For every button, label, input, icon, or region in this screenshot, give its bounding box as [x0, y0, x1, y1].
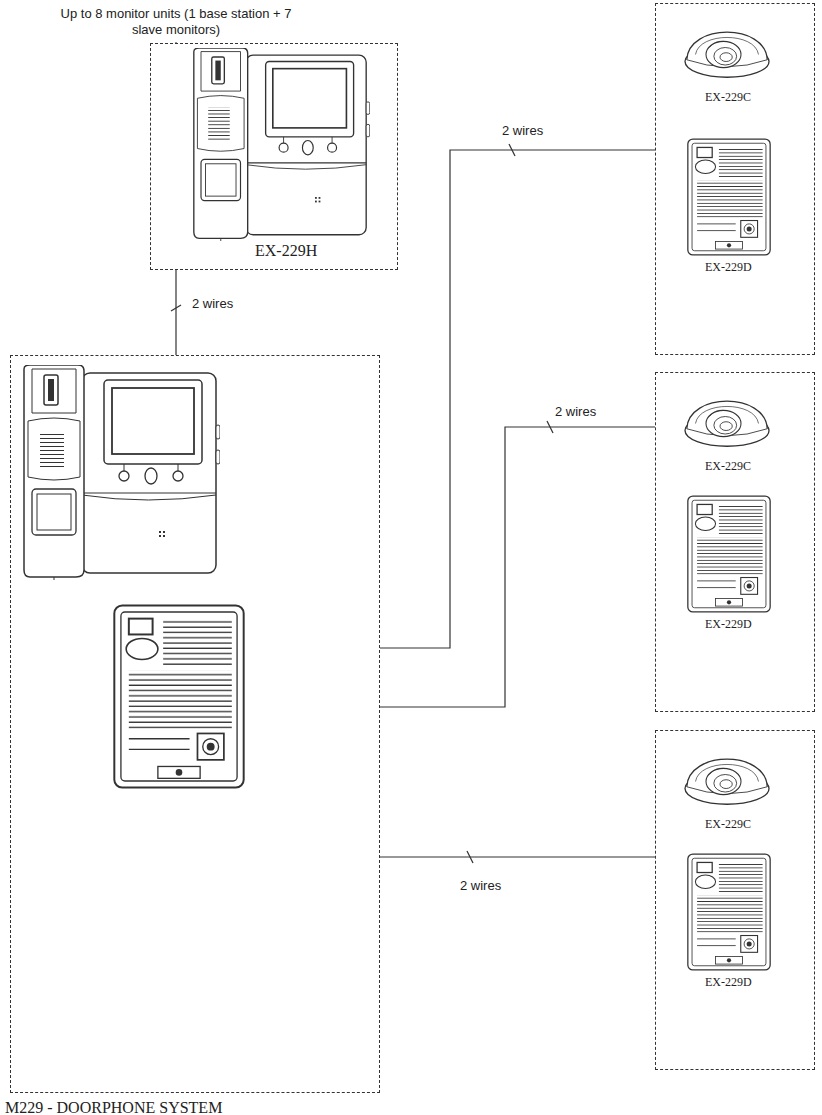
wire-connector: [380, 427, 655, 707]
wire-count-tick: [171, 305, 181, 311]
model-label: EX-229D: [705, 975, 752, 990]
wire-label: 2 wires: [553, 404, 598, 419]
wire-connector: [380, 150, 655, 648]
wire-label: 2 wires: [458, 878, 503, 893]
wire-count-tick: [467, 851, 473, 863]
wire-count-tick: [509, 144, 515, 156]
model-label: EX-229D: [705, 260, 752, 275]
model-label: EX-229D: [705, 617, 752, 632]
model-label: EX-229C: [705, 90, 751, 105]
model-label: EX-229C: [705, 459, 751, 474]
wire-label: 2 wires: [500, 123, 545, 138]
dashed-group-box: EX-229C EX-229D: [655, 372, 815, 712]
wire-count-tick: [547, 421, 553, 433]
dashed-group-box: EX-229C EX-229D: [655, 730, 815, 1070]
wire-label: 2 wires: [190, 296, 235, 311]
dashed-group-box: EX-229H: [150, 43, 398, 270]
system-caption: M229 - DOORPHONE SYSTEM: [5, 1099, 222, 1115]
dashed-group-box: M229 - DOORPHONE SYSTEM: [10, 355, 380, 1093]
model-label: EX-229C: [705, 817, 751, 832]
wire-connector: [380, 856, 655, 857]
model-label: EX-229H: [255, 242, 317, 260]
note-label: Up to 8 monitor units (1 base station + …: [58, 6, 294, 39]
dashed-group-box: EX-229C EX-229D: [655, 3, 815, 355]
wire-connector: [175, 270, 176, 355]
